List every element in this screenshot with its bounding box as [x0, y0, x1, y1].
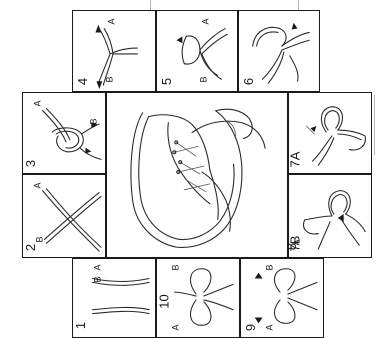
step-3-number: 3: [24, 160, 37, 167]
step-1-number: 1: [74, 322, 87, 329]
step-5-number: 5: [160, 78, 173, 85]
step-6-panel: 6: [238, 10, 320, 92]
sneaker-illustration: [107, 93, 287, 257]
step-2-panel: A B 2: [22, 174, 106, 258]
step-9-panel: B A 9: [240, 258, 324, 338]
step-10-label-a: A: [172, 324, 181, 330]
center-shoe-panel: [106, 92, 288, 258]
step-3-label-b: B: [90, 118, 99, 124]
step-2-label-b: B: [36, 236, 45, 242]
step-10-panel: B A 10: [156, 258, 240, 338]
step-4-label-b: B: [106, 76, 115, 82]
step-5-panel: A B 5: [156, 10, 238, 92]
step-9-label-b: B: [266, 264, 275, 270]
step-6-number: 6: [242, 78, 255, 85]
step-1-label-b: B: [94, 276, 103, 282]
edge-line: [374, 95, 375, 155]
step-3-label-a: A: [34, 100, 43, 106]
step-7a-panel: 7A: [288, 92, 372, 174]
step-2-number: 2: [24, 244, 37, 251]
step-5-label-a: A: [202, 18, 211, 24]
step-1-label-a: A: [94, 264, 103, 270]
step-4-label-a: A: [108, 18, 117, 24]
step-4-panel: A B 4: [72, 10, 156, 92]
step-10-label-b: B: [172, 264, 181, 270]
step-5-label-b: B: [200, 76, 209, 82]
step-3-panel: A B 3: [22, 92, 106, 174]
step-4-number: 4: [76, 78, 89, 85]
guide-line-left: [150, 0, 151, 10]
step-1-panel: A B 1: [72, 258, 156, 338]
step-9-label-a: A: [266, 324, 275, 330]
guide-line-right: [298, 0, 299, 10]
step-7a-number: 7A: [288, 152, 301, 168]
step-9-number: 9: [244, 324, 257, 331]
step-2-label-a: A: [34, 182, 43, 188]
step-10-number: 10: [158, 294, 171, 308]
step-8-number: 8: [285, 243, 298, 250]
